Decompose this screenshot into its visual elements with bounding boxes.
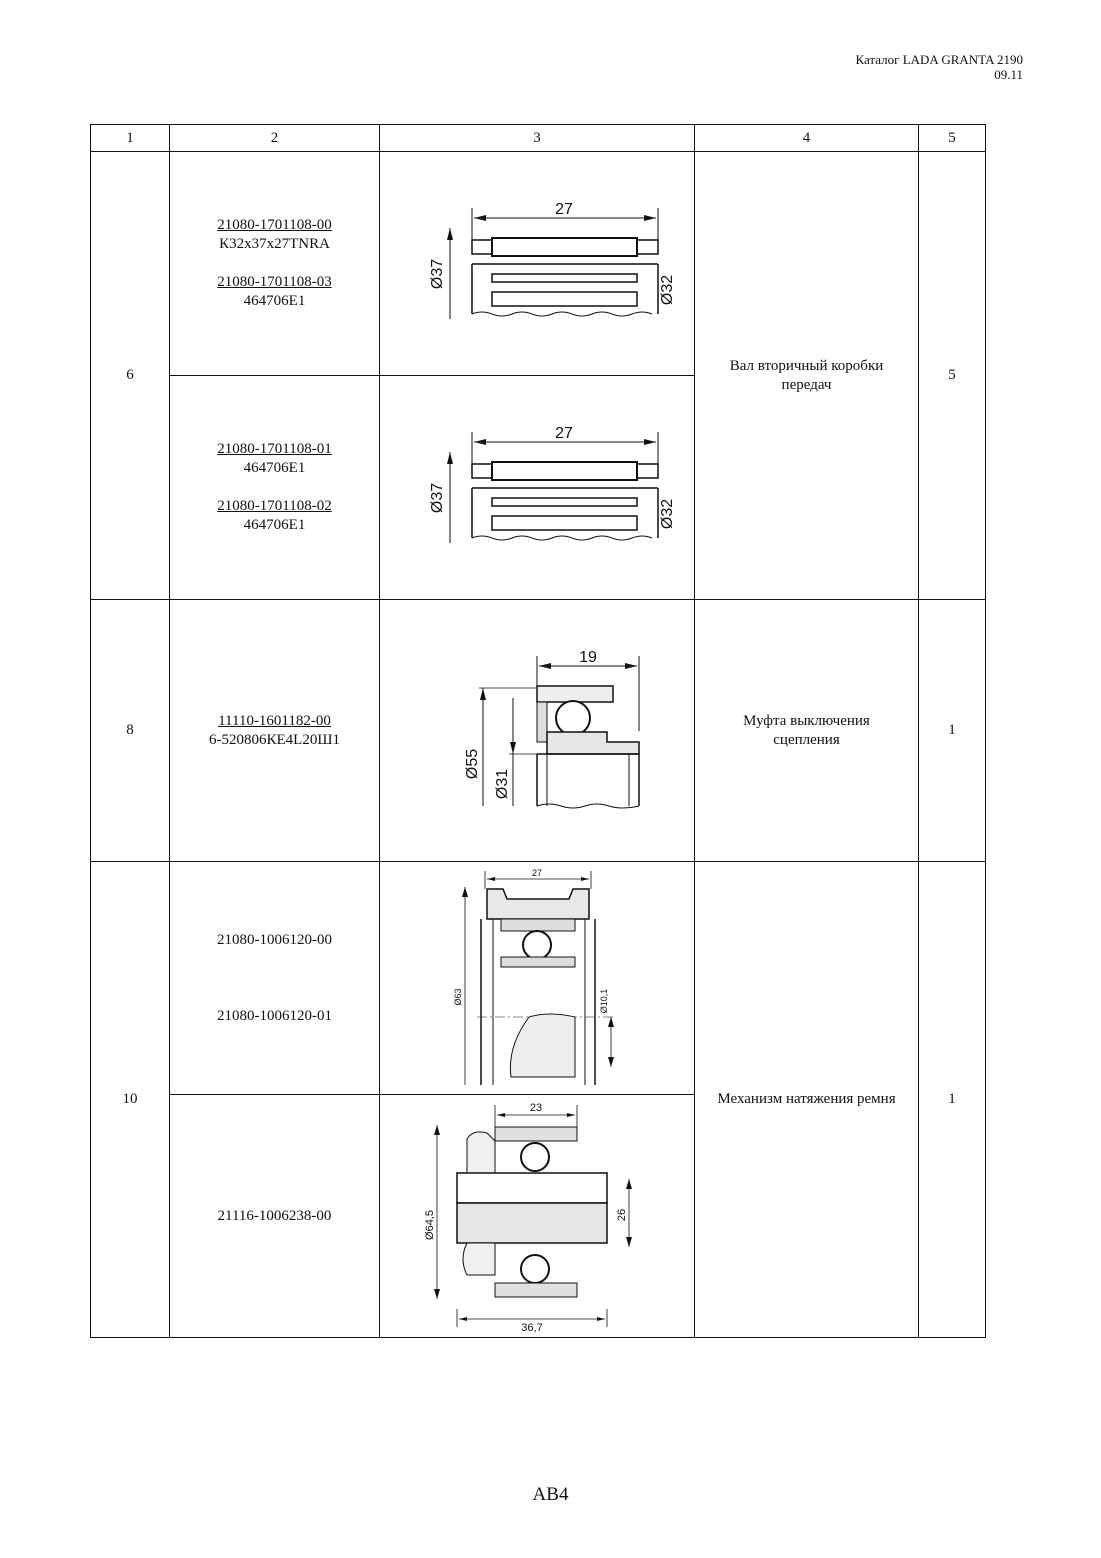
- catalog-title: Каталог LADA GRANTA 2190: [855, 52, 1023, 67]
- quantity-cell: 5: [918, 151, 986, 600]
- drawing-cell: 27 Ø37 Ø32: [379, 151, 695, 376]
- table-header-row: 1 2 3 4 5: [90, 124, 986, 152]
- part-number-cell: 21080-1701108-00 К32х37х27TNRA 21080-170…: [169, 151, 380, 376]
- quantity-cell: 1: [918, 599, 986, 862]
- dimension-outer-diameter: Ø37: [429, 482, 446, 512]
- col-header: 4: [694, 124, 919, 152]
- description-cell: Вал вторичный коробки передач: [694, 151, 919, 600]
- part-number[interactable]: 21080-1701108-00: [217, 217, 332, 233]
- col-header: 1: [90, 124, 170, 152]
- catalog-date: 09.11: [994, 67, 1023, 82]
- release-bearing-drawing: 19 Ø55 Ø31: [464, 649, 640, 808]
- part-code: 6-520806КЕ4L20Ш1: [209, 731, 340, 748]
- dimension-length: 19: [579, 649, 597, 666]
- description-line: Муфта выключения: [743, 712, 870, 729]
- part-number: 21080-1006120-00: [217, 931, 332, 948]
- dimension-outer-diameter: Ø55: [464, 748, 481, 778]
- part-number-cell: 21080-1701108-01 464706E1 21080-1701108-…: [169, 375, 380, 600]
- dimension-outer-diameter: Ø64,5: [424, 1210, 436, 1240]
- tensioner-pulley-drawing: 27 Ø63 Ø10,1: [453, 868, 615, 1085]
- tensioner-roller-drawing: 23 Ø64,5 26 36,7: [424, 1102, 632, 1333]
- dimension-width: 27: [532, 868, 542, 878]
- page-number: АВ4: [532, 1484, 569, 1505]
- dimension-total-length: 36,7: [521, 1322, 542, 1333]
- dimension-outer-diameter: Ø63: [453, 988, 463, 1005]
- part-number[interactable]: 21080-1701108-01: [217, 441, 332, 457]
- table-row: 21116-1006238-00 23 Ø64,5 26: [91, 1094, 986, 1338]
- dimension-width: 23: [530, 1102, 542, 1114]
- table-row: 21080-1701108-01 464706E1 21080-1701108-…: [91, 375, 986, 600]
- dimension-outer-diameter: Ø37: [429, 258, 446, 288]
- dimension-length: 27: [555, 201, 573, 218]
- description-line: передач: [781, 376, 832, 393]
- part-code: 464706E1: [243, 460, 306, 476]
- dimension-inner-diameter: Ø10,1: [599, 989, 609, 1014]
- position-cell: 8: [90, 599, 170, 862]
- part-number[interactable]: 21080-1701108-03: [217, 274, 332, 290]
- part-code: 464706E1: [243, 517, 306, 533]
- position-cell: 6: [90, 151, 170, 600]
- dimension-inner-diameter: Ø32: [659, 274, 672, 304]
- part-number-cell: 21116-1006238-00: [169, 1094, 380, 1338]
- page-header: Каталог LADA GRANTA 2190 09.11: [855, 52, 1023, 82]
- needle-bearing-drawing: 27 Ø37 Ø32: [429, 201, 672, 319]
- part-number[interactable]: 11110-1601182-00: [218, 712, 331, 729]
- table-row: 10 21080-1006120-00 21080-1006120-01 27 …: [90, 861, 986, 1338]
- part-number: 21116-1006238-00: [217, 1207, 332, 1224]
- drawing-cell: 27 Ø37 Ø32: [379, 375, 695, 600]
- part-code: 464706E1: [243, 293, 306, 309]
- quantity-cell: 1: [918, 861, 986, 1338]
- description-line: Вал вторичный коробки: [729, 357, 884, 374]
- drawing-cell: 19 Ø55 Ø31: [379, 599, 695, 862]
- drawing-cell: 23 Ø64,5 26 36,7: [379, 1094, 695, 1338]
- description-cell: Муфта выключения сцепления: [694, 599, 919, 862]
- description-line: сцепления: [773, 731, 840, 748]
- drawing-cell: 27 Ø63 Ø10,1: [379, 861, 695, 1095]
- part-number[interactable]: 21080-1701108-02: [217, 498, 332, 514]
- dimension-inner-diameter: Ø31: [494, 768, 511, 798]
- table-row: 8 11110-1601182-00 6-520806КЕ4L20Ш1 19 Ø…: [90, 599, 986, 862]
- description-cell: Механизм натяжения ремня: [694, 861, 919, 1338]
- position-cell: 10: [90, 861, 170, 1338]
- part-number-cell: 11110-1601182-00 6-520806КЕ4L20Ш1: [169, 599, 380, 862]
- part-code: К32х37х27TNRA: [219, 236, 330, 252]
- col-header: 3: [379, 124, 695, 152]
- dimension-height: 26: [616, 1209, 628, 1221]
- part-number: 21080-1006120-01: [217, 1007, 332, 1024]
- col-header: 2: [169, 124, 380, 152]
- parts-table: 1 2 3 4 5 6 21080-1701108-00 К32х37х27TN…: [90, 124, 986, 1338]
- table-row: 6 21080-1701108-00 К32х37х27TNRA 21080-1…: [90, 151, 986, 600]
- col-header: 5: [918, 124, 986, 152]
- part-number-cell: 21080-1006120-00 21080-1006120-01: [169, 861, 380, 1095]
- dimension-inner-diameter: Ø32: [659, 498, 672, 528]
- dimension-length: 27: [555, 425, 573, 442]
- needle-bearing-drawing: 27 Ø37 Ø32: [429, 425, 672, 543]
